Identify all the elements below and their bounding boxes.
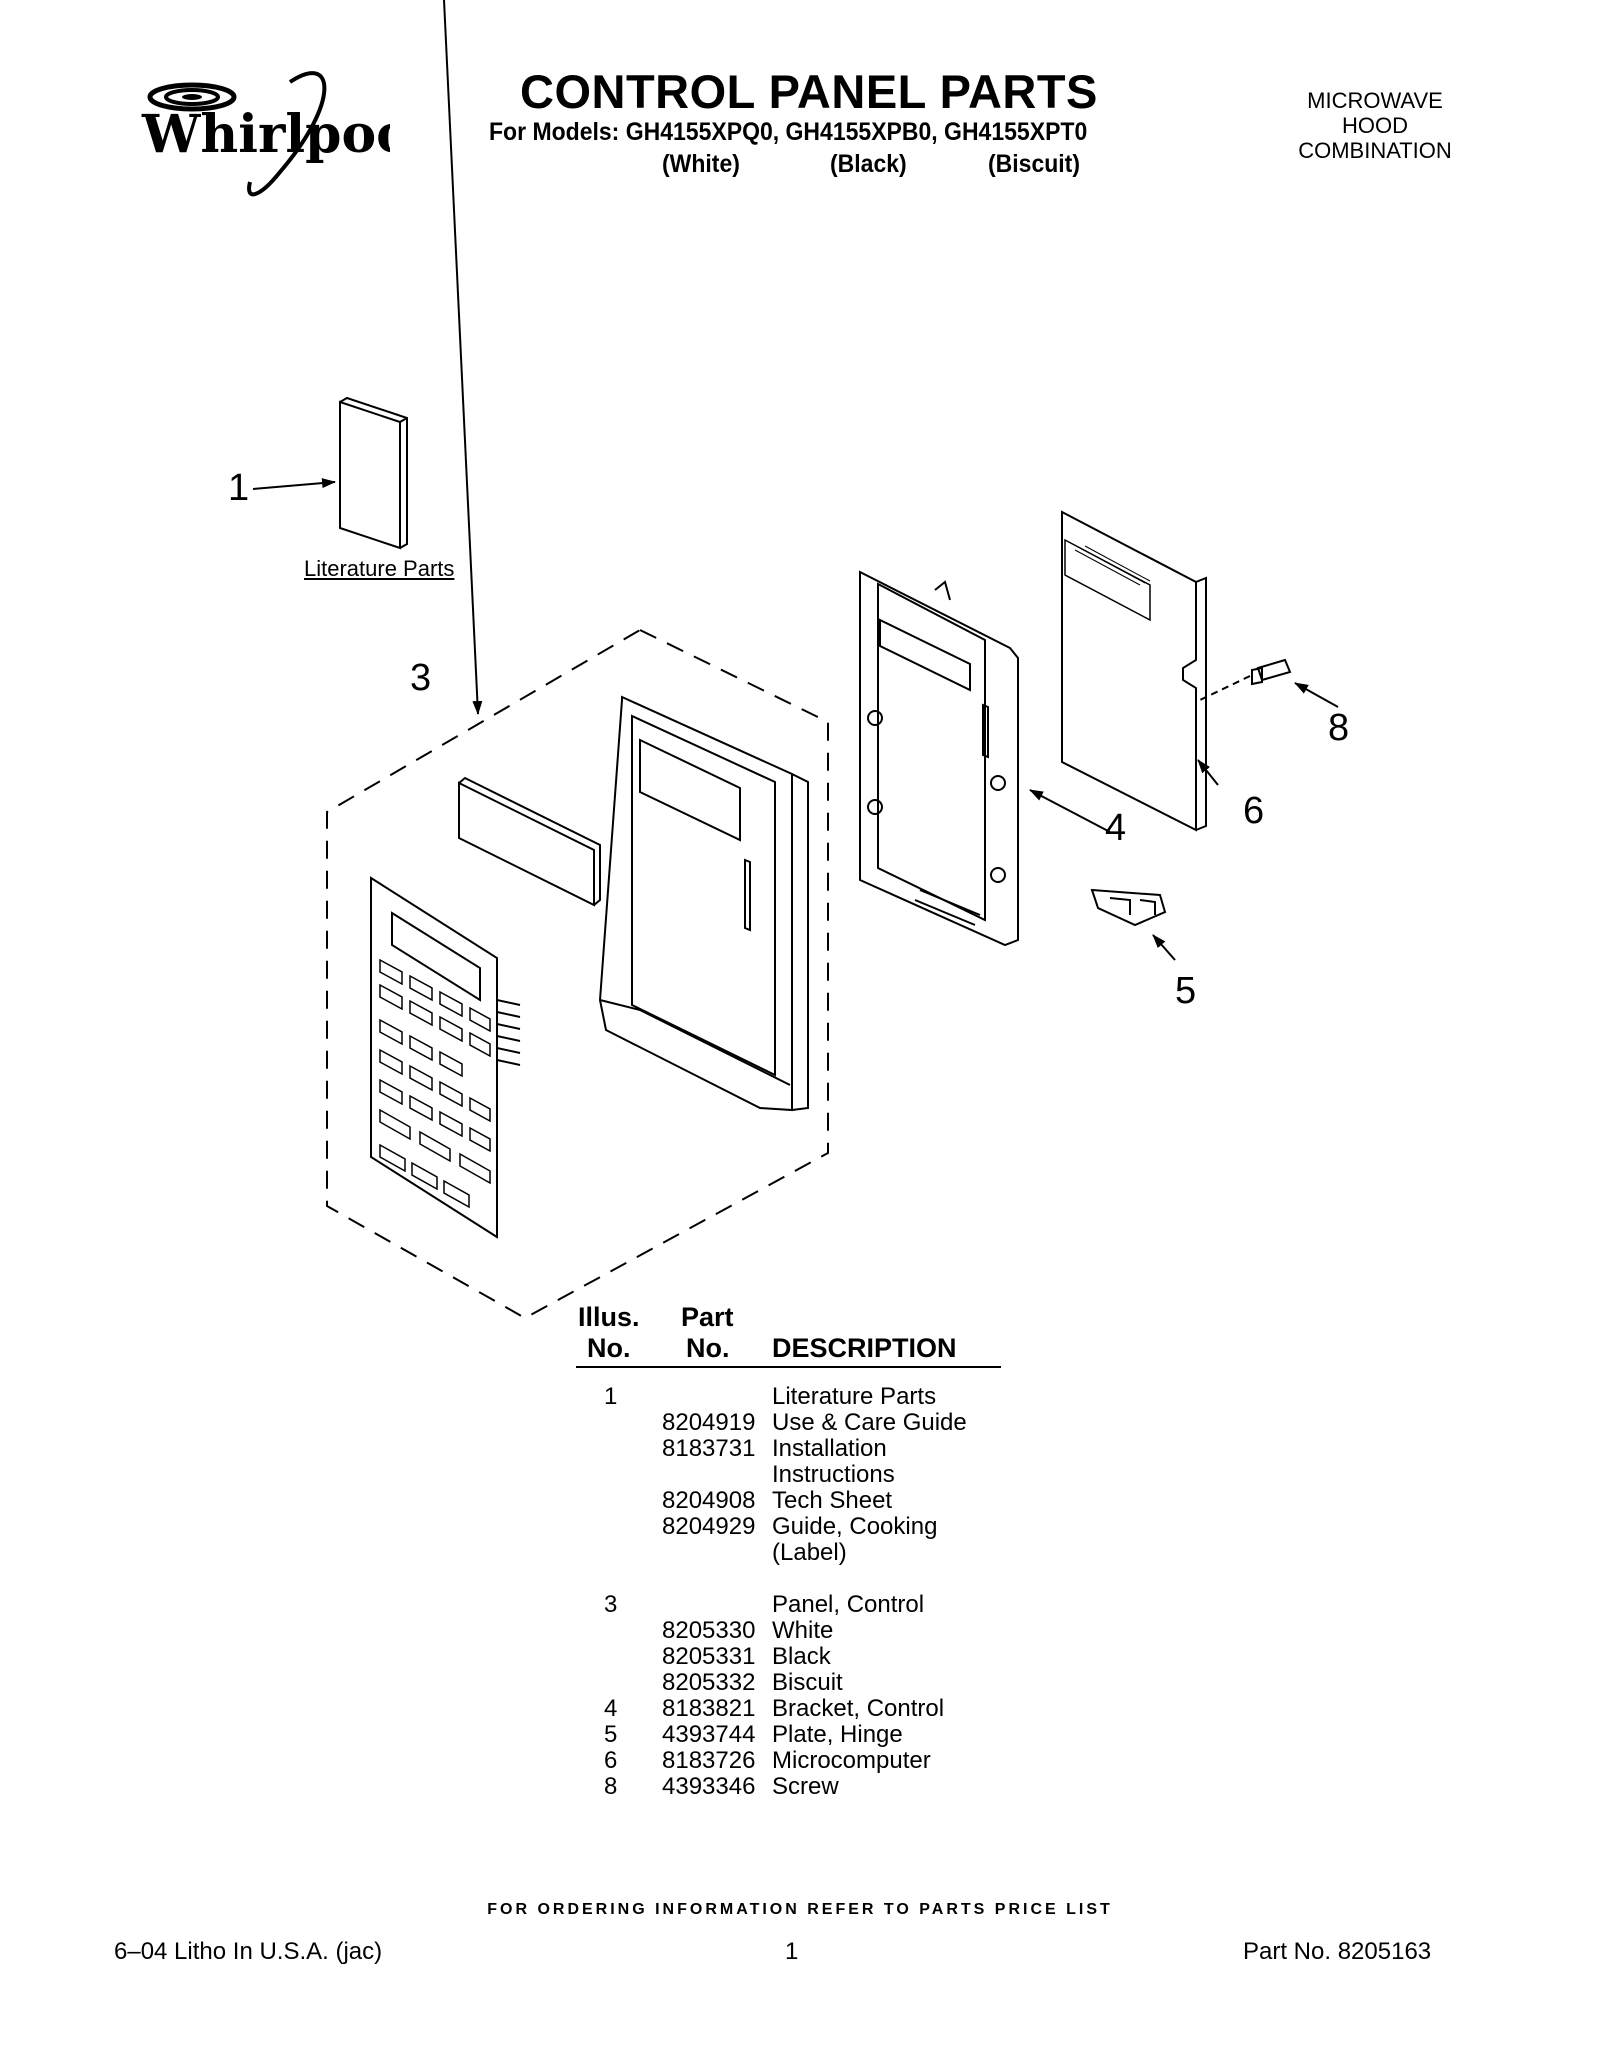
row-part-number: 4393744 [662, 1721, 756, 1748]
hinge-plate [1090, 888, 1167, 927]
table-row [576, 1565, 1016, 1591]
product-type-line: COMBINATION [1298, 138, 1452, 163]
row-description: Literature Parts [772, 1383, 937, 1410]
page-title: CONTROL PANEL PARTS [520, 65, 1098, 118]
screw [1251, 658, 1292, 686]
product-type: MICROWAVE HOOD COMBINATION [1255, 88, 1495, 163]
header-illus-top: Illus. [578, 1302, 640, 1332]
row-description: Black [772, 1643, 831, 1670]
row-part-number: 8204919 [662, 1409, 756, 1436]
literature-booklet [339, 396, 408, 550]
row-illus-number: 3 [604, 1591, 618, 1618]
header-part-top: Part [681, 1302, 734, 1332]
table-row: 5 4393744 Plate, Hinge [576, 1721, 1016, 1748]
table-row: 8 4393346 Screw [576, 1773, 1016, 1800]
ordering-note: FOR ORDERING INFORMATION REFER TO PARTS … [487, 1901, 1113, 1918]
product-type-line: HOOD [1342, 113, 1408, 138]
display-window [458, 776, 601, 907]
row-description: Panel, Control [772, 1591, 925, 1618]
row-part-number: 8183726 [662, 1747, 756, 1774]
row-part-number: 8205331 [662, 1643, 756, 1670]
row-description: Instructions [772, 1461, 895, 1488]
screw-axis [1199, 675, 1251, 701]
literature-parts-label: Literature Parts [304, 556, 455, 581]
callout-1: 1 [228, 467, 249, 509]
brand-wordmark: Whirlpool [141, 104, 390, 165]
control-bracket [859, 570, 1019, 947]
row-part-number: 8204908 [662, 1487, 756, 1514]
parts-table: 1 Literature Parts 8204919 Use & Care Guide… [576, 1383, 1016, 1800]
callout-line-6 [1197, 759, 1219, 786]
models-line: For Models: GH4155XPQ0, GH4155XPB0, GH41… [489, 118, 1088, 146]
row-illus-number: 1 [604, 1383, 618, 1410]
table-row: 1 Literature Parts [576, 1383, 1016, 1410]
callout-3: 3 [410, 657, 431, 699]
row-description: Tech Sheet [772, 1487, 893, 1514]
row-description: Microcomputer [772, 1747, 931, 1774]
finish-white: (White) [662, 150, 740, 178]
table-row: 8205331 Black [576, 1643, 1016, 1670]
row-part-number: 4393346 [662, 1773, 756, 1800]
table-row: Instructions [576, 1461, 1016, 1488]
row-description: Use & Care Guide [772, 1409, 967, 1436]
panel-assembly-outline [326, 628, 829, 1320]
control-panel-frame [598, 695, 809, 1112]
row-description: Plate, Hinge [772, 1721, 903, 1748]
callout-line-5 [1152, 934, 1176, 961]
whirlpool-logo: Whirlpool [141, 71, 390, 197]
row-description: (Label) [772, 1539, 847, 1566]
row-description: Guide, Cooking [772, 1513, 938, 1540]
callout-5: 5 [1175, 970, 1196, 1012]
row-part-number: 8204929 [662, 1513, 756, 1540]
header-part-bottom: No. [686, 1333, 730, 1363]
row-description: White [772, 1617, 834, 1644]
callout-6: 6 [1243, 790, 1264, 832]
table-row: 8205332 Biscuit [576, 1669, 1016, 1696]
finish-biscuit: (Biscuit) [988, 150, 1080, 178]
callout-8: 8 [1328, 707, 1349, 749]
litho-note: 6–04 Litho In U.S.A. (jac) [114, 1938, 383, 1965]
document-part-number: Part No. 8205163 [1243, 1938, 1432, 1965]
microcomputer-board [1061, 510, 1207, 832]
page-number: 1 [785, 1938, 799, 1965]
row-description: Bracket, Control [772, 1695, 945, 1722]
table-row: 3 Panel, Control [576, 1591, 1016, 1618]
callout-line-1 [252, 478, 336, 490]
finish-black: (Black) [830, 150, 907, 178]
row-illus-number: 5 [604, 1721, 618, 1748]
callout-4: 4 [1105, 807, 1126, 849]
table-row: 8205330 White [576, 1617, 1016, 1644]
row-illus-number: 4 [604, 1695, 618, 1722]
row-part-number: 8205330 [662, 1617, 756, 1644]
row-part-number: 8183731 [662, 1435, 756, 1462]
table-row: 8183731 Installation [576, 1435, 1016, 1462]
row-part-number: 8205332 [662, 1669, 756, 1696]
table-row: 4 8183821 Bracket, Control [576, 1695, 1016, 1722]
table-row: 6 8183726 Microcomputer [576, 1747, 1016, 1774]
row-description: Biscuit [772, 1669, 843, 1696]
keypad-membrane [370, 876, 521, 1239]
callout-line-3 [443, 0, 483, 715]
row-illus-number: 8 [604, 1773, 618, 1800]
header-illus-bottom: No. [587, 1333, 631, 1363]
table-row: 8204919 Use & Care Guide [576, 1409, 1016, 1436]
table-row: 8204908 Tech Sheet [576, 1487, 1016, 1514]
row-part-number: 8183821 [662, 1695, 756, 1722]
header-description: DESCRIPTION [772, 1333, 957, 1363]
product-type-line: MICROWAVE [1307, 88, 1443, 113]
callout-line-4 [1029, 789, 1111, 833]
table-row: 8204929 Guide, Cooking [576, 1513, 1016, 1540]
row-illus-number: 6 [604, 1747, 618, 1774]
header-rule [576, 1366, 1001, 1368]
row-description: Installation [772, 1435, 887, 1462]
row-description: Screw [772, 1773, 839, 1800]
callout-line-8 [1294, 682, 1339, 708]
table-row: (Label) [576, 1539, 1016, 1566]
